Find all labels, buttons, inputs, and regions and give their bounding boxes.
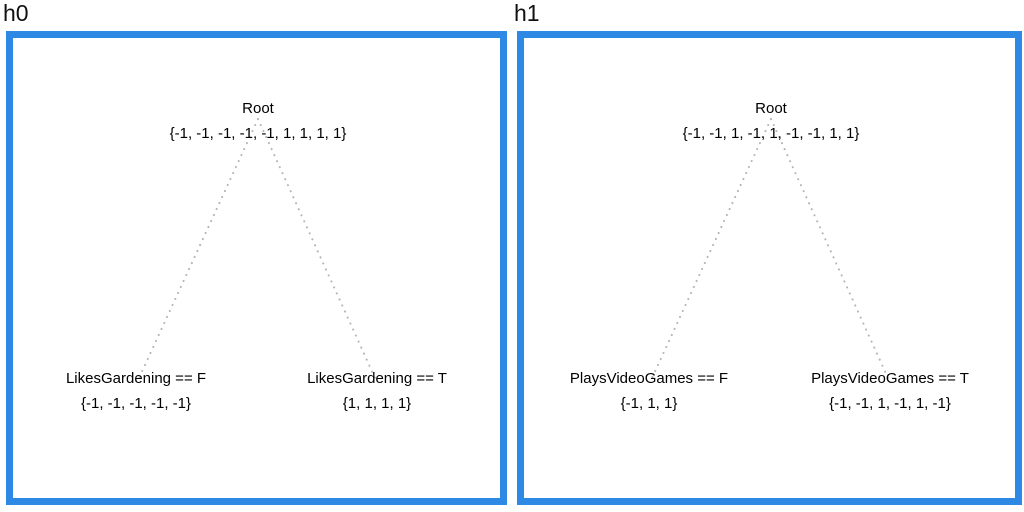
h0-left-leaf-label: LikesGardening == F bbox=[65, 370, 207, 387]
h1-root-node: Root {-1, -1, 1, -1, 1, -1, -1, 1, 1} bbox=[683, 96, 860, 146]
h0-root-label: Root bbox=[242, 100, 274, 117]
h1-left-leaf-label: PlaysVideoGames == F bbox=[569, 370, 729, 387]
h1-root-set: {-1, -1, 1, -1, 1, -1, -1, 1, 1} bbox=[682, 125, 860, 142]
h0-root-node: Root {-1, -1, -1, -1, -1, 1, 1, 1, 1} bbox=[170, 96, 347, 146]
h0-left-leaf-node: LikesGardening == F {-1, -1, -1, -1, -1} bbox=[66, 366, 206, 416]
h0-right-leaf-label: LikesGardening == T bbox=[307, 370, 447, 387]
h0-right-leaf-set: {1, 1, 1, 1} bbox=[342, 395, 412, 412]
h1-left-leaf-node: PlaysVideoGames == F {-1, 1, 1} bbox=[570, 366, 728, 416]
h0-right-leaf-node: LikesGardening == T {1, 1, 1, 1} bbox=[307, 366, 447, 416]
h0-left-leaf-set: {-1, -1, -1, -1, -1} bbox=[80, 395, 192, 412]
h1-right-leaf-node: PlaysVideoGames == T {-1, -1, 1, -1, 1, … bbox=[811, 366, 969, 416]
panel-title-h0: h0 bbox=[3, 0, 29, 26]
panel-title-h1: h1 bbox=[514, 0, 540, 26]
h1-left-leaf-set: {-1, 1, 1} bbox=[620, 395, 678, 412]
h1-right-leaf-set: {-1, -1, 1, -1, 1, -1} bbox=[829, 395, 951, 412]
h1-right-leaf-label: PlaysVideoGames == T bbox=[811, 370, 969, 387]
h0-root-set: {-1, -1, -1, -1, -1, 1, 1, 1, 1} bbox=[169, 125, 347, 142]
h1-root-label: Root bbox=[755, 100, 787, 117]
